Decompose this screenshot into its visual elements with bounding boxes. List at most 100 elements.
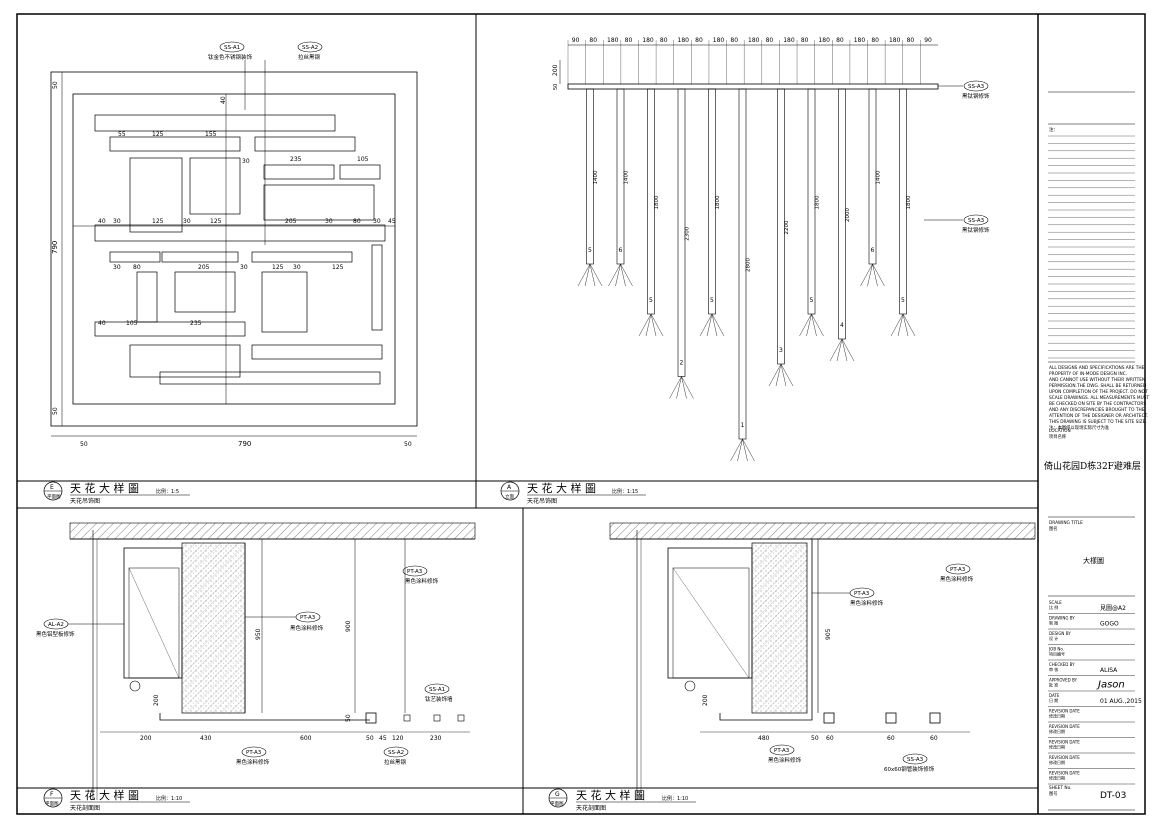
svg-text:SS-A3: SS-A3 bbox=[968, 84, 985, 90]
light-ray bbox=[780, 363, 787, 387]
section-g-tag-pt3: PT-A3 黑色涂料修饰 bbox=[768, 744, 802, 764]
section-f-tag-pt3: PT-A3 黑色涂料修饰 bbox=[402, 565, 439, 585]
svg-text:45: 45 bbox=[379, 735, 387, 742]
svg-text:G: G bbox=[555, 791, 560, 798]
section-f-tag-pt1: PT-A3 黑色涂料修饰 bbox=[245, 611, 324, 632]
disclaimer-line: THIS DRAWING IS SUBJECT TO THE SITE SIZE… bbox=[1048, 419, 1147, 425]
field-label-cn: 制 图 bbox=[1049, 620, 1058, 626]
field-label-cn: 修改日期 bbox=[1049, 744, 1065, 750]
svg-text:905: 905 bbox=[825, 628, 832, 640]
svg-text:125: 125 bbox=[210, 218, 222, 225]
svg-text:SS-A2: SS-A2 bbox=[302, 45, 318, 51]
svg-text:55: 55 bbox=[118, 131, 126, 138]
svg-text:60x60钢管装饰修饰: 60x60钢管装饰修饰 bbox=[884, 765, 935, 773]
light-ray bbox=[860, 263, 873, 287]
field-label: REVISION DATE bbox=[1049, 771, 1080, 776]
svg-text:80: 80 bbox=[133, 264, 141, 271]
top-dim-label: 80 bbox=[836, 37, 844, 44]
svg-text:790: 790 bbox=[51, 241, 59, 254]
svg-text:黑色涂料修饰: 黑色涂料修饰 bbox=[940, 575, 974, 583]
svg-text:40: 40 bbox=[98, 320, 106, 327]
light-ray bbox=[742, 438, 748, 462]
rod-length: 1800 bbox=[815, 195, 821, 209]
section-f-tag-pt2: PT-A3 黑色涂料修饰 bbox=[236, 746, 270, 766]
svg-text:SS-A3: SS-A3 bbox=[907, 757, 924, 763]
light-ray bbox=[669, 376, 682, 399]
light-ray bbox=[711, 313, 718, 337]
field-value: 01 AUG.,2015 bbox=[1100, 698, 1142, 705]
top-dim-label: 90 bbox=[924, 37, 932, 44]
light-ray bbox=[620, 263, 633, 287]
light-ray bbox=[584, 263, 591, 287]
svg-text:430: 430 bbox=[200, 735, 212, 742]
section-f-title: 天 花 大 样 圖 bbox=[70, 788, 139, 802]
field-value: GOGO bbox=[1100, 621, 1119, 628]
field-label: DESIGN BY bbox=[1049, 631, 1071, 636]
svg-text:拉丝黑钢: 拉丝黑钢 bbox=[298, 53, 321, 61]
top-dim-label: 80 bbox=[660, 37, 668, 44]
svg-text:900: 900 bbox=[345, 620, 352, 632]
elevation-title-marker: A 立面 bbox=[500, 481, 520, 501]
svg-text:注：: 注： bbox=[1049, 126, 1058, 133]
svg-text:60: 60 bbox=[887, 735, 895, 742]
disclaimer-line: SCALE DRAWINGS. ALL MEASUREMENTS MUST bbox=[1049, 395, 1149, 401]
svg-text:40: 40 bbox=[98, 218, 106, 225]
light-ray bbox=[867, 263, 873, 287]
rod-number: 4 bbox=[840, 322, 844, 329]
svg-text:50: 50 bbox=[811, 735, 819, 742]
top-dim-label: 180 bbox=[607, 37, 619, 44]
section-g-tag-ss-a3: SS-A3 60x60钢管装饰修饰 bbox=[884, 753, 935, 773]
disclaimer-line: 注：本图纸以现场实际尺寸为准 bbox=[1049, 424, 1110, 431]
elevation-tag-top: SS-A3 黑钛钢修饰 bbox=[938, 80, 990, 100]
light-ray bbox=[706, 313, 713, 337]
plan-title-marker: E 平面图 bbox=[43, 481, 63, 501]
light-ray bbox=[780, 363, 794, 387]
field-label: REVISION DATE bbox=[1049, 740, 1080, 745]
svg-text:PT-A3: PT-A3 bbox=[854, 591, 870, 597]
disclaimer-line: BE CHECKED ON SITE BY THE CONTRACTORS bbox=[1049, 401, 1146, 407]
svg-text:205: 205 bbox=[285, 218, 297, 225]
field-label: JOB No. bbox=[1048, 647, 1064, 652]
svg-text:50: 50 bbox=[404, 441, 412, 448]
light-ray bbox=[650, 313, 657, 337]
svg-text:A: A bbox=[507, 484, 512, 491]
svg-text:235: 235 bbox=[190, 320, 202, 327]
svg-text:钛艺装饰墙: 钛艺装饰墙 bbox=[425, 695, 453, 703]
field-label: REVISION DATE bbox=[1049, 724, 1080, 729]
rod-number: 5 bbox=[710, 297, 714, 304]
light-ray bbox=[699, 313, 713, 337]
svg-text:SS-A1: SS-A1 bbox=[224, 45, 240, 51]
svg-text:PT-A3: PT-A3 bbox=[407, 569, 423, 575]
svg-text:790: 790 bbox=[238, 440, 251, 448]
light-ray bbox=[841, 338, 848, 362]
section-g-scale: 比例：1:10 bbox=[662, 795, 688, 802]
light-ray bbox=[811, 313, 817, 337]
light-ray bbox=[799, 313, 812, 337]
section-g-title-marker: G 平面图 bbox=[548, 788, 568, 808]
top-dim-label: 80 bbox=[730, 37, 738, 44]
top-dim-label: 180 bbox=[642, 37, 654, 44]
top-dim-label: 80 bbox=[695, 37, 703, 44]
field-label-cn: 比 例 bbox=[1049, 604, 1058, 610]
light-ray bbox=[650, 313, 664, 337]
section-g-title: 天 花 大 样 圖 bbox=[576, 788, 645, 802]
field-label: APPROVED BY bbox=[1049, 678, 1078, 683]
field-label-cn: 设 计 bbox=[1049, 635, 1058, 641]
light-ray bbox=[615, 263, 621, 287]
svg-text:PT-A3: PT-A3 bbox=[774, 748, 790, 754]
disclaimer-line: AND CANNOT USE WITHOUT THEIR WRITTEN bbox=[1049, 377, 1145, 383]
plan-scale: 比例：1:5 bbox=[156, 488, 179, 495]
light-ray bbox=[711, 313, 725, 337]
plan-subtitle: 天花吊饰图 bbox=[70, 497, 100, 505]
svg-text:PT-A3: PT-A3 bbox=[300, 615, 316, 621]
svg-text:125: 125 bbox=[272, 264, 284, 271]
top-dim-label: 80 bbox=[625, 37, 633, 44]
drawing-title: 大樣圖 bbox=[1083, 556, 1104, 565]
svg-text:200: 200 bbox=[702, 694, 709, 706]
svg-text:立面: 立面 bbox=[505, 493, 514, 500]
light-ray bbox=[577, 263, 591, 287]
top-dim-label: 80 bbox=[801, 37, 809, 44]
light-ray bbox=[676, 376, 682, 399]
top-dim-label: 180 bbox=[748, 37, 760, 44]
